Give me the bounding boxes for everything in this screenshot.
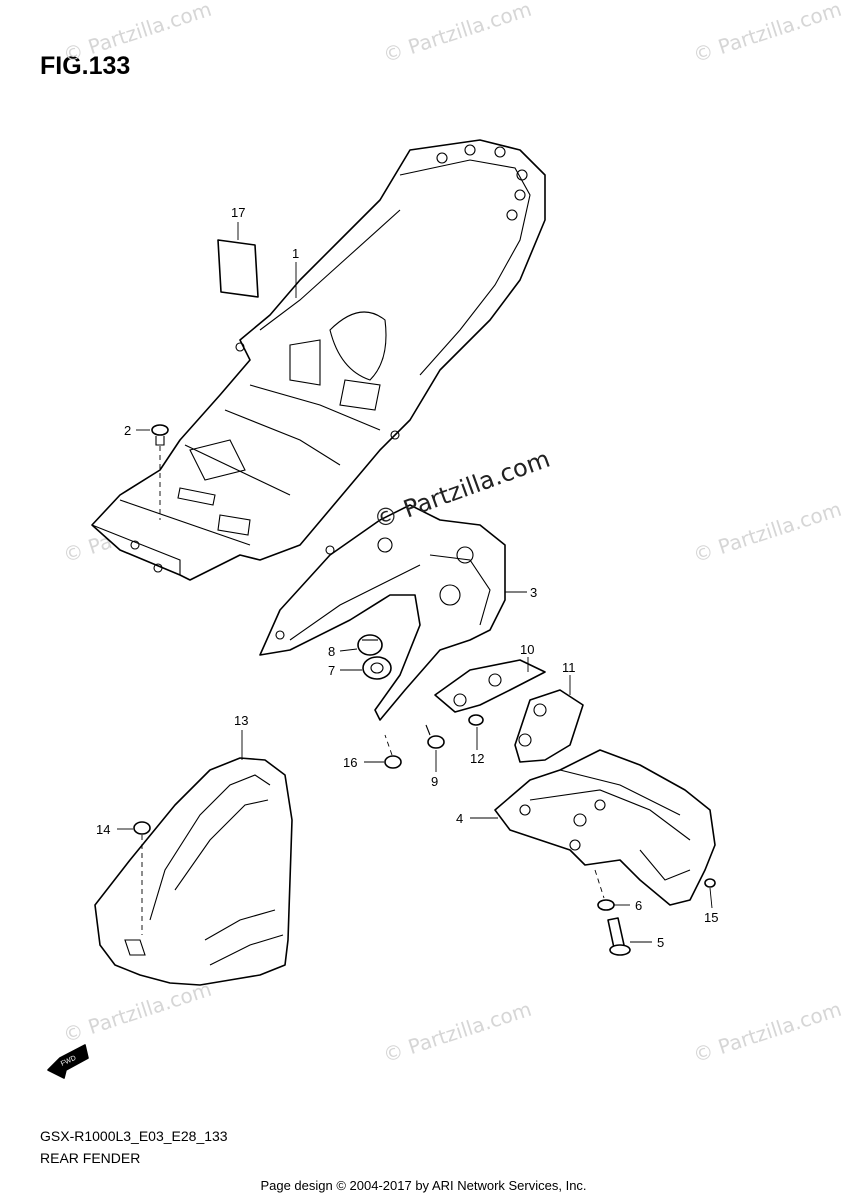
part-7-grommet[interactable] [362,656,392,680]
callout-4[interactable]: 4 [456,811,463,826]
part-6-washer[interactable] [597,899,615,911]
part-1-rear-fender-body[interactable] [91,139,546,581]
callout-12[interactable]: 12 [470,751,484,766]
model-code: GSX-R1000L3_E03_E28_133 [40,1128,228,1144]
part-13-hugger[interactable] [94,757,293,986]
part-11-bracket[interactable] [514,689,584,763]
part-5-bolt[interactable] [607,917,631,956]
callout-5[interactable]: 5 [657,935,664,950]
part-10-bracket[interactable] [434,659,546,713]
leader-8 [339,648,358,652]
callout-17[interactable]: 17 [231,205,245,220]
callout-3[interactable]: 3 [530,585,537,600]
part-8-cushion[interactable] [357,634,383,656]
part-3-bracket[interactable] [259,504,506,721]
part-9-bolt[interactable] [425,724,445,749]
callout-13[interactable]: 13 [234,713,248,728]
callout-14[interactable]: 14 [96,822,110,837]
part-6-axis [594,869,605,899]
part-14-screw[interactable] [133,821,151,835]
callout-2[interactable]: 2 [124,423,131,438]
part-17-label[interactable] [217,239,259,298]
fwd-arrow-icon: FWD [47,1044,89,1079]
callout-7[interactable]: 7 [328,663,335,678]
callout-8[interactable]: 8 [328,644,335,659]
part-16-nut[interactable] [384,755,402,769]
diagram-name: REAR FENDER [40,1150,141,1166]
leader-15 [709,887,713,909]
callout-6[interactable]: 6 [635,898,642,913]
callout-15[interactable]: 15 [704,910,718,925]
part-4-tail-bracket[interactable] [494,749,716,906]
part-12-screw[interactable] [468,714,484,726]
callout-16[interactable]: 16 [343,755,357,770]
callout-1[interactable]: 1 [292,246,299,261]
page-footer: Page design © 2004-2017 by ARI Network S… [260,1178,587,1193]
callout-11[interactable]: 11 [562,660,576,675]
part-2-screw[interactable] [151,424,169,446]
callout-9[interactable]: 9 [431,774,438,789]
part-15-clip[interactable] [704,878,716,888]
callout-10[interactable]: 10 [520,642,534,657]
part-16-axis [384,734,393,756]
figure-title: FIG.133 [40,52,131,80]
